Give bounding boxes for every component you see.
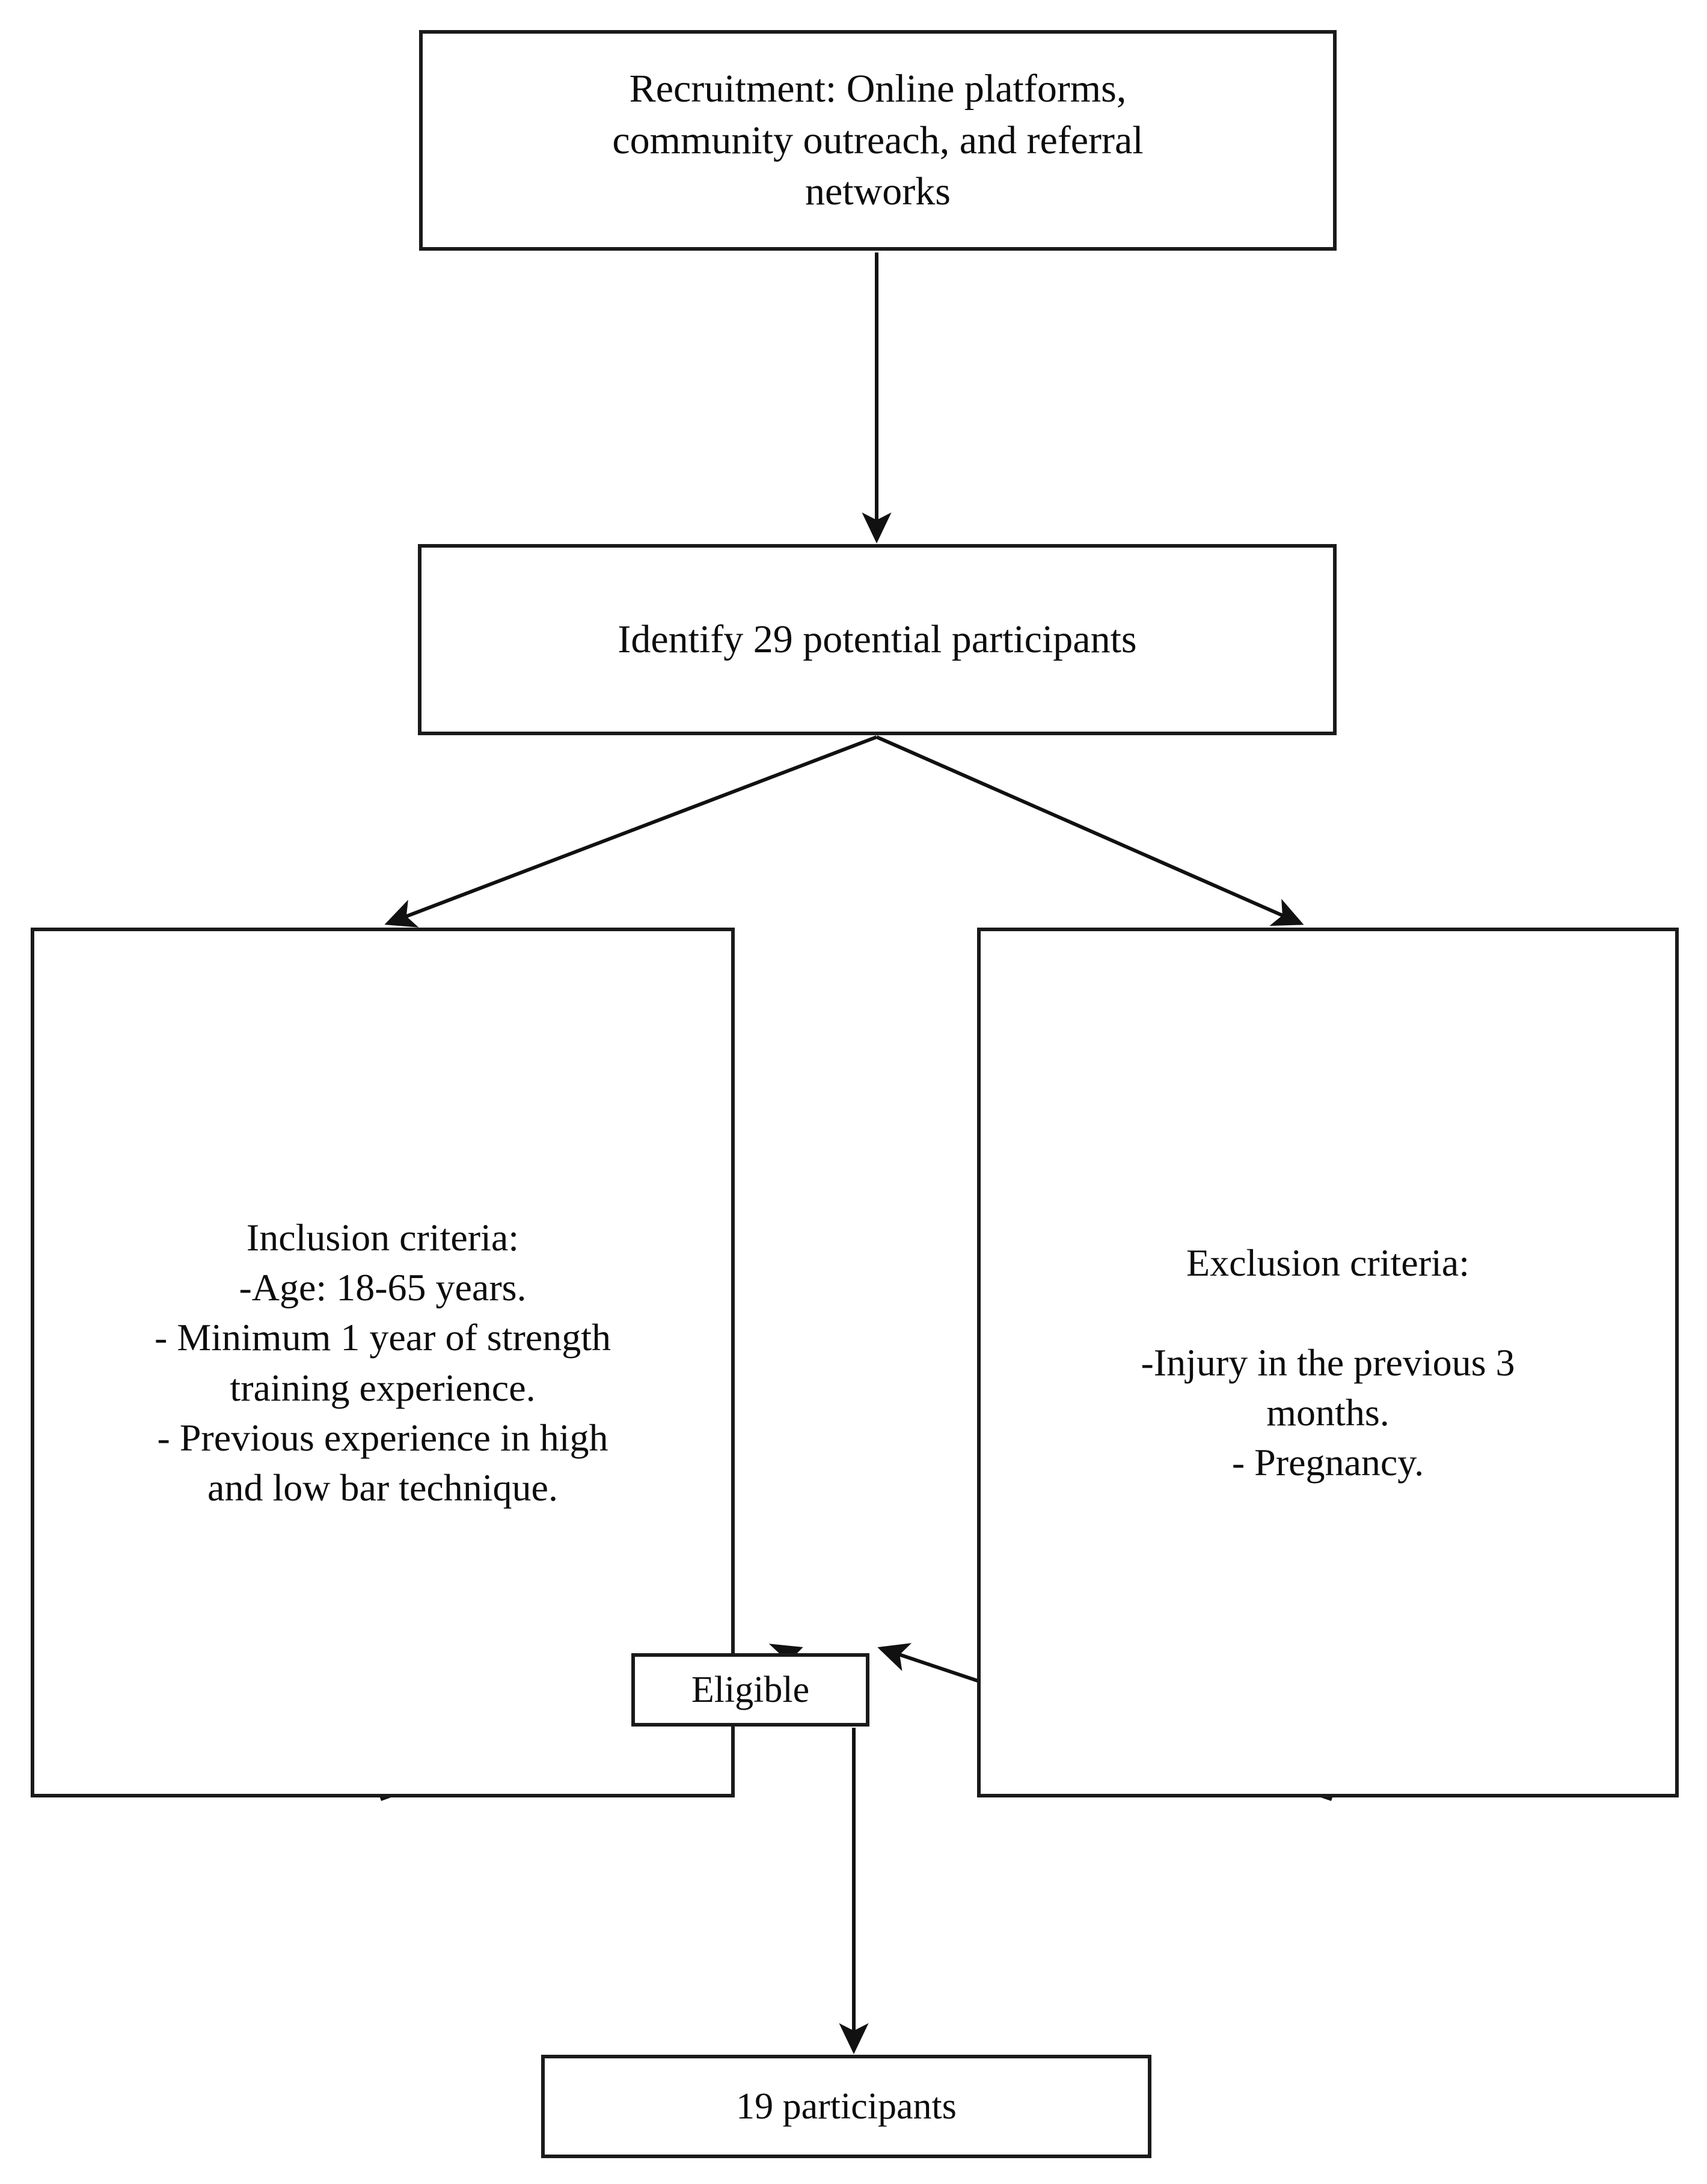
edge-identify-to-exclusion [875,735,1304,926]
node-exclusion-criteria: Exclusion criteria: -Injury in the previ… [977,928,1679,1797]
node-eligible-label: Eligible [691,1669,810,1710]
node-final-participants: 19 participants [541,2055,1151,2158]
node-identify-label: Identify 29 potential participants [618,617,1137,662]
node-participants-label: 19 participants [736,2085,957,2127]
edge-identify-to-inclusion [384,735,878,928]
node-exclusion-label: Exclusion criteria: -Injury in the previ… [1141,1241,1515,1484]
node-inclusion-label: Inclusion criteria: -Age: 18-65 years. -… [155,1216,611,1509]
node-recruitment-label: Recruitment: Online platforms, community… [612,66,1144,214]
node-eligible: Eligible [631,1653,869,1727]
node-identify-potential-participants: Identify 29 potential participants [418,544,1337,735]
node-inclusion-criteria: Inclusion criteria: -Age: 18-65 years. -… [31,928,735,1797]
node-recruitment: Recruitment: Online platforms, community… [419,30,1337,251]
